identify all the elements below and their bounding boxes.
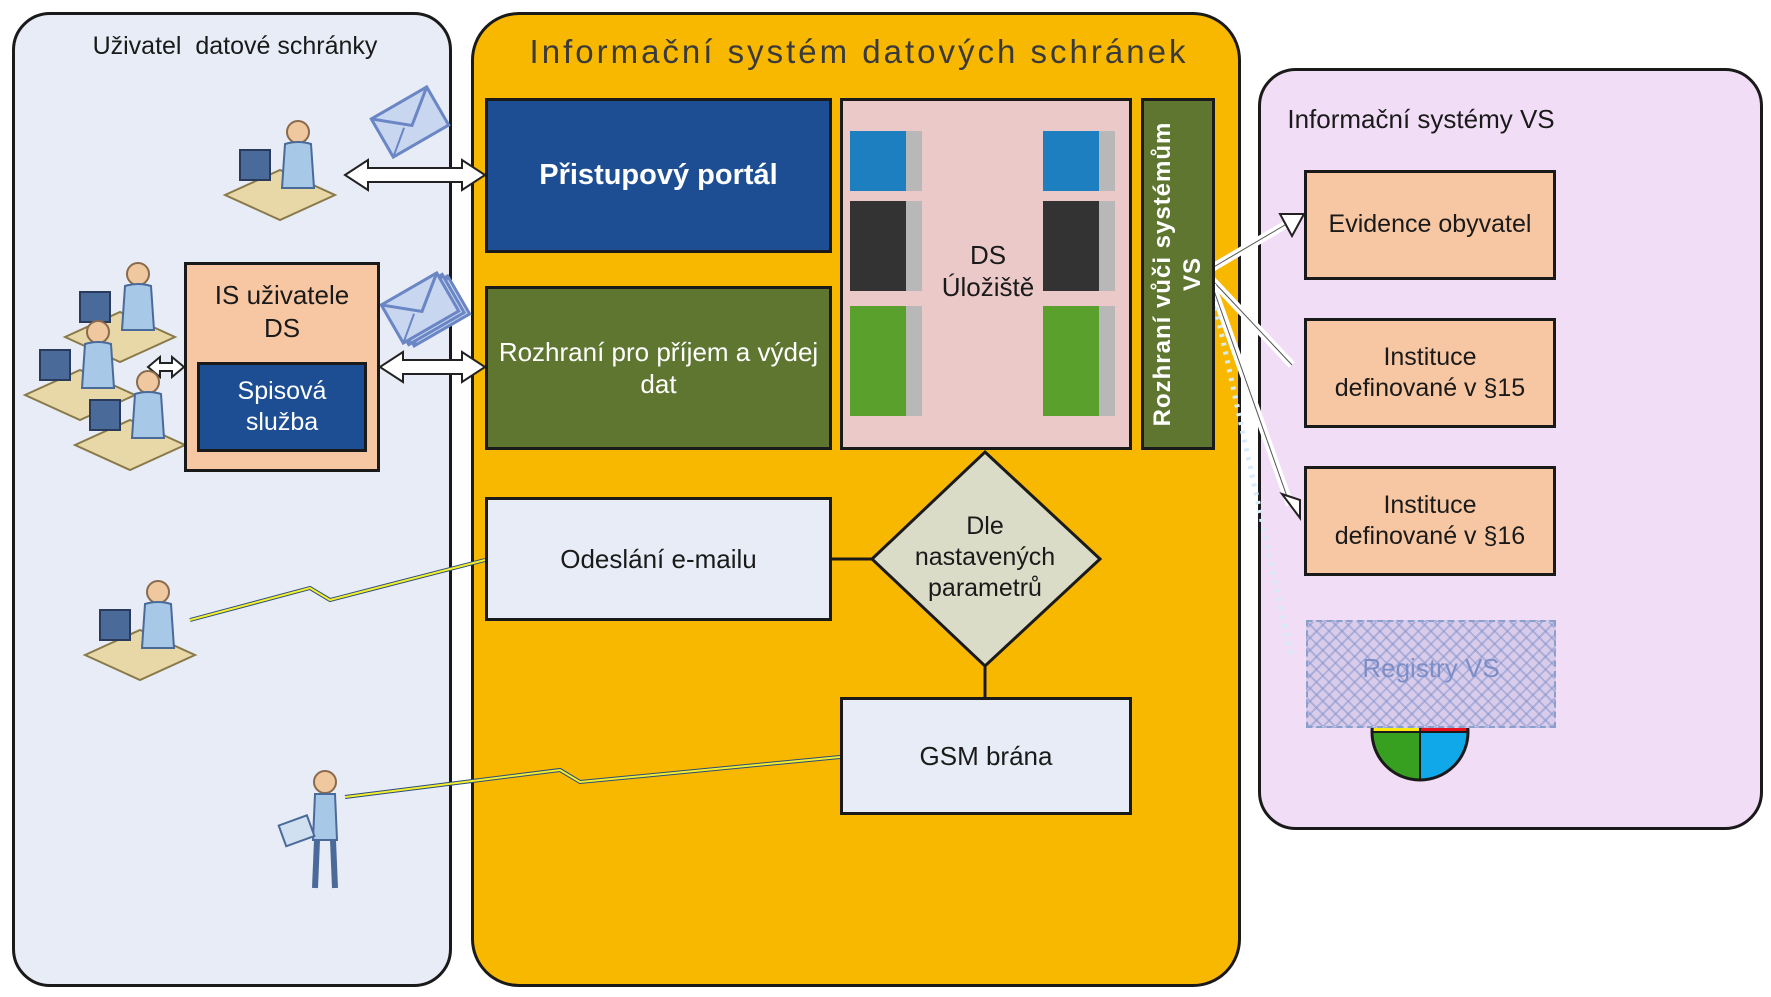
instituce-16-box: Instituce definované v §16 xyxy=(1304,466,1556,576)
odeslani-emailu-box: Odeslání e-mailu xyxy=(485,497,832,621)
vs-interface-label: Rozhraní vůči systémům VS xyxy=(1149,121,1206,427)
instituce-16-label: Instituce definované v §16 xyxy=(1334,490,1526,550)
user-panel: Uživatel datové schránky xyxy=(12,12,452,987)
user-panel-title: Uživatel datové schránky xyxy=(92,32,378,61)
vs-panel-title: Informační systémy VS xyxy=(1287,103,1555,134)
instituce-15-box: Instituce definované v §15 xyxy=(1304,318,1556,428)
gsm-brana-box: GSM brána xyxy=(840,697,1132,815)
evidence-obyvatel-box: Evidence obyvatel xyxy=(1304,170,1556,280)
ds-storage-box: DS Úložiště xyxy=(840,98,1132,450)
ds-storage-label: DS Úložiště xyxy=(941,239,1035,303)
spisova-sluzba-label: Spisová služba xyxy=(237,376,327,436)
gsm-brana-label: GSM brána xyxy=(919,740,1053,771)
isds-panel-title: Informační systém datových schránek xyxy=(529,33,1189,71)
spisova-sluzba-box: Spisová služba xyxy=(197,362,367,452)
is-uzivatele-label: IS uživatele DS xyxy=(214,280,350,343)
registry-vs-box: Registry VS xyxy=(1306,620,1556,728)
server-tower-left xyxy=(850,131,922,421)
decision-label: Dle nastavených parametrů xyxy=(914,511,1056,603)
instituce-15-label: Instituce definované v §15 xyxy=(1334,342,1526,402)
evidence-obyvatel-label: Evidence obyvatel xyxy=(1328,210,1532,239)
rozhrani-label: Rozhraní pro příjem a výdej dat xyxy=(498,336,819,400)
pristupovy-portal-label: Přistupový portál xyxy=(539,159,778,192)
rozhrani-box: Rozhraní pro příjem a výdej dat xyxy=(485,286,832,450)
server-tower-right xyxy=(1043,131,1115,421)
odeslani-emailu-label: Odeslání e-mailu xyxy=(560,543,757,574)
pristupovy-portal-box: Přistupový portál xyxy=(485,98,832,253)
vs-interface-box: Rozhraní vůči systémům VS xyxy=(1141,98,1215,450)
registry-vs-label: Registry VS xyxy=(1362,653,1500,683)
